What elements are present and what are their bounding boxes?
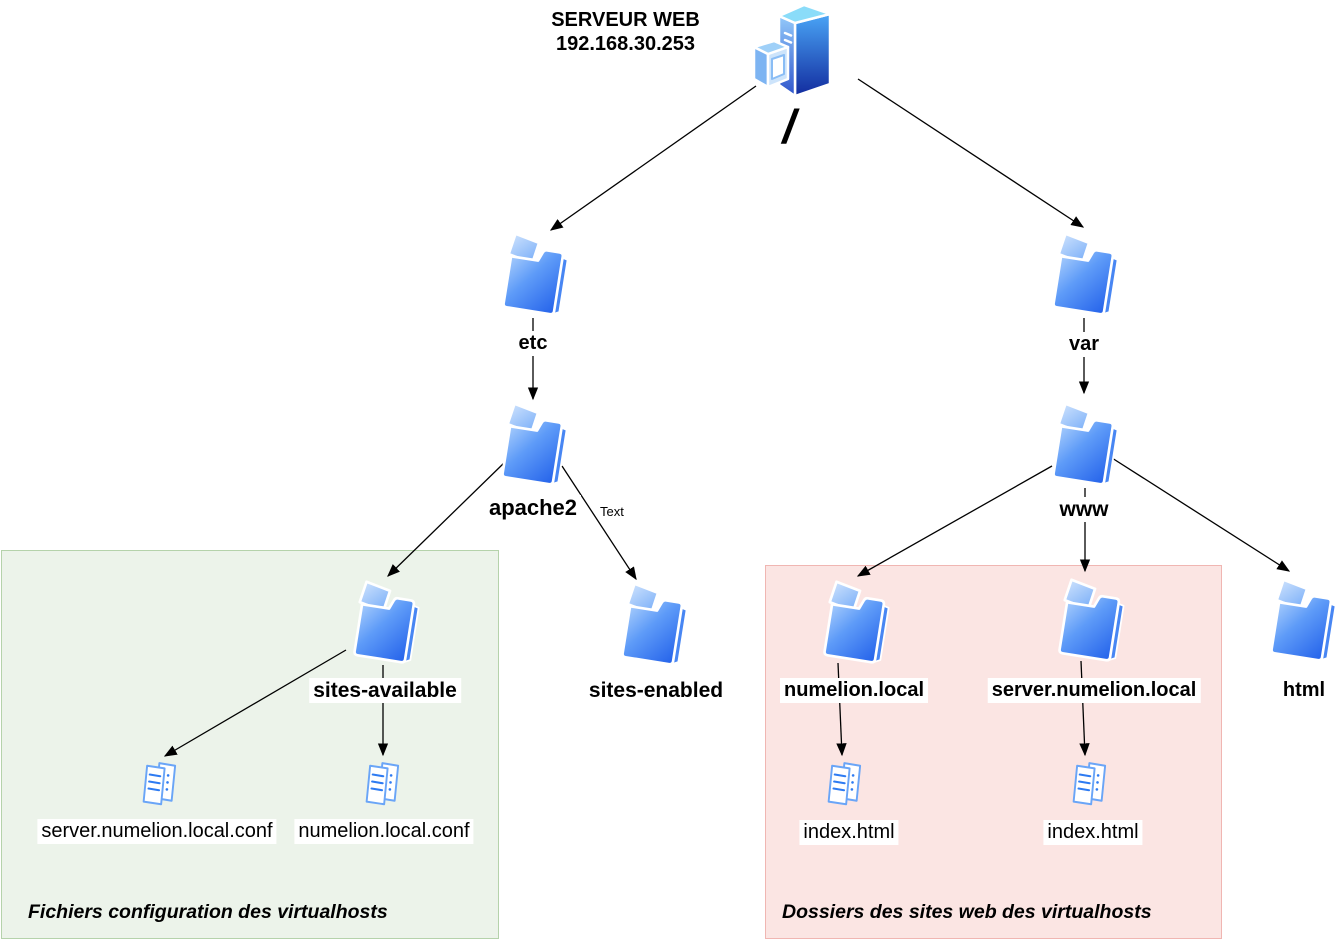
folder-icon-etc xyxy=(497,230,571,322)
folder-icon-html xyxy=(1265,576,1337,668)
server-icon xyxy=(740,0,860,108)
file-label-numelion-conf: numelion.local.conf xyxy=(294,819,474,844)
server-title-line1: SERVEUR WEB xyxy=(551,9,700,31)
file-label-index-server-numelion: index.html xyxy=(1043,820,1143,845)
file-icon-numelion-conf xyxy=(364,760,406,810)
file-icon-index-server-numelion xyxy=(1071,760,1113,810)
edge-apache2-sites-enabled xyxy=(561,465,637,581)
edge-numelion-local-index xyxy=(836,662,847,757)
folder-icon-sites-available xyxy=(348,578,422,670)
folder-icon-apache2 xyxy=(496,400,570,492)
edge-root-etc xyxy=(549,85,757,231)
edge-sites-available-server-conf xyxy=(163,649,347,757)
folder-icon-www xyxy=(1047,400,1121,492)
region-sites-caption: Dossiers des sites web des virtualhosts xyxy=(782,901,1152,923)
folder-label-www: www xyxy=(1055,497,1113,522)
folder-label-server-numelion-local: server.numelion.local xyxy=(987,678,1201,703)
folder-label-apache2: apache2 xyxy=(484,495,582,520)
edge-www-html xyxy=(1111,457,1291,572)
folder-icon-server-numelion-local xyxy=(1053,576,1127,668)
edge-apache2-sites-available xyxy=(387,461,506,577)
folder-label-html: html xyxy=(1278,678,1330,703)
folder-label-numelion-local: numelion.local xyxy=(779,678,929,703)
folder-label-sites-enabled: sites-enabled xyxy=(584,678,728,703)
file-icon-index-numelion xyxy=(826,760,868,810)
folder-icon-sites-enabled xyxy=(616,580,690,672)
folder-label-sites-available: sites-available xyxy=(309,678,461,703)
edge-www-numelion-local xyxy=(856,465,1053,577)
server-title: SERVEUR WEB 192.168.30.253 xyxy=(538,8,713,56)
edge-root-var xyxy=(857,78,1085,228)
file-icon-server-numelion-conf xyxy=(141,760,183,810)
file-label-server-numelion-conf: server.numelion.local.conf xyxy=(37,819,277,844)
folder-icon-numelion-local xyxy=(818,578,892,670)
region-config-caption: Fichiers configuration des virtualhosts xyxy=(28,901,388,923)
edge-label-text: Text xyxy=(600,504,624,519)
folder-label-etc: etc xyxy=(514,331,552,356)
folder-icon-var xyxy=(1047,230,1121,322)
root-label: / xyxy=(782,100,796,153)
file-label-index-numelion: index.html xyxy=(799,820,899,845)
server-ip: 192.168.30.253 xyxy=(555,33,696,55)
edge-server-numelion-local-index xyxy=(1079,660,1090,757)
folder-label-var: var xyxy=(1064,332,1104,357)
